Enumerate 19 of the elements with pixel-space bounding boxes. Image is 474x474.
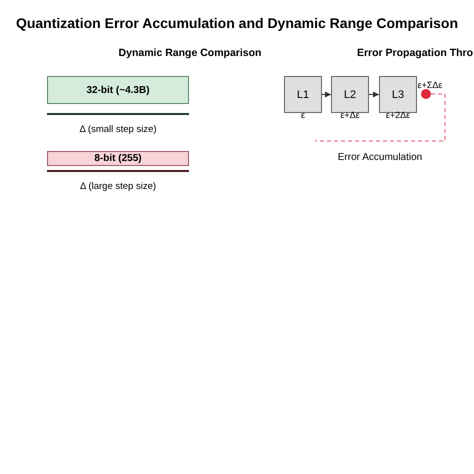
- layer-box: L3: [379, 76, 417, 113]
- error-label: ε+Δε: [340, 110, 360, 120]
- range-bar: 8-bit (255): [47, 151, 189, 166]
- step-size-label: Δ (small step size): [79, 124, 157, 135]
- arrow: [368, 92, 380, 98]
- caption-text: Error Accumulation: [338, 152, 422, 163]
- section-heading: Dynamic Range Comparison: [118, 47, 262, 59]
- error-label: ε+ΣΔε: [418, 80, 442, 90]
- step-size-label: Δ (large step size): [80, 181, 156, 192]
- error-label: ε: [301, 110, 305, 120]
- feedback-line: [314, 94, 446, 142]
- diagram-title: Quantization Error Accumulation and Dynamic Range Comparison: [14, 15, 460, 31]
- layer-box: L1: [284, 76, 322, 113]
- range-bar: 32-bit (~4.3B): [47, 76, 189, 104]
- section-heading: Error Propagation Thro: [356, 47, 474, 59]
- layer-box: L2: [331, 76, 369, 113]
- error-label: ε+2Δε: [386, 110, 410, 120]
- arrow: [322, 92, 332, 98]
- error-dot: [421, 89, 431, 99]
